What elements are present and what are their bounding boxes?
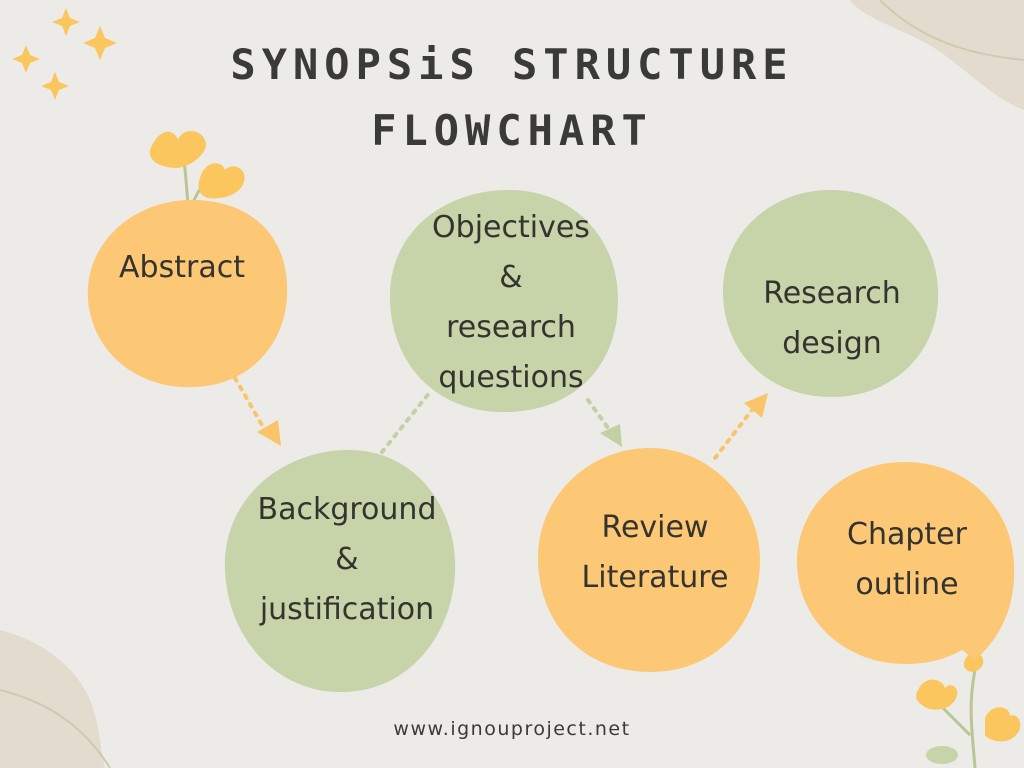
background-node[interactable]: [224, 449, 456, 693]
chapter-outline-label: Chapter outline: [847, 510, 967, 610]
objectives-node[interactable]: [389, 189, 618, 413]
chapter-outline-label-line: outline: [855, 567, 959, 602]
chapter-outline-node[interactable]: [797, 462, 1015, 664]
research-design-label: Research design: [763, 269, 901, 369]
background-label: Background & justification: [258, 485, 437, 635]
flower-icon: [916, 652, 1021, 768]
objectives-label: Objectives & research questions: [432, 203, 590, 403]
flower-icon: [149, 131, 245, 206]
research-design-label-line: design: [782, 326, 882, 361]
bottom-left-leaf-line: [0, 689, 111, 768]
footer-url[interactable]: www.ignouproject.net: [393, 718, 631, 740]
top-right-corner-blob: [850, 0, 1024, 110]
background-label-line: justification: [259, 592, 435, 627]
top-right-leaf-line: [879, 0, 1024, 61]
abstract-label-line: Abstract: [119, 250, 245, 285]
abstract-label: Abstract: [119, 243, 245, 293]
arrow-review-to-research-design: [713, 393, 768, 460]
page-title-line-2: FLOWCHART: [371, 106, 653, 155]
star-icon: [83, 26, 117, 60]
page-title-line-1: SYNOPSiS STRUCTURE: [230, 40, 794, 89]
review-label-line: Review: [601, 510, 709, 545]
research-design-node[interactable]: [722, 190, 939, 397]
arrow-background-to-objectives: [380, 390, 432, 454]
research-design-label-line: Research: [763, 276, 901, 311]
background-label-line: &: [335, 542, 359, 577]
bottom-left-corner-blob: [0, 630, 105, 768]
chapter-outline-label-line: Chapter: [847, 517, 967, 552]
background-label-line: Background: [257, 492, 437, 527]
star-icon: [52, 8, 80, 36]
arrow-abstract-to-background: [233, 376, 281, 446]
abstract-node[interactable]: [87, 199, 288, 388]
star-icon-group: [12, 8, 117, 100]
review-node[interactable]: [538, 448, 760, 672]
objectives-label-line: research: [446, 310, 576, 345]
objectives-label-line: questions: [438, 360, 584, 395]
objectives-label-line: Objectives: [432, 210, 590, 245]
arrow-objectives-to-review: [586, 398, 622, 447]
review-label: Review Literature: [582, 503, 729, 603]
objectives-label-line: &: [499, 260, 523, 295]
review-label-line: Literature: [581, 560, 729, 595]
star-icon: [12, 45, 40, 73]
star-icon: [41, 72, 69, 100]
